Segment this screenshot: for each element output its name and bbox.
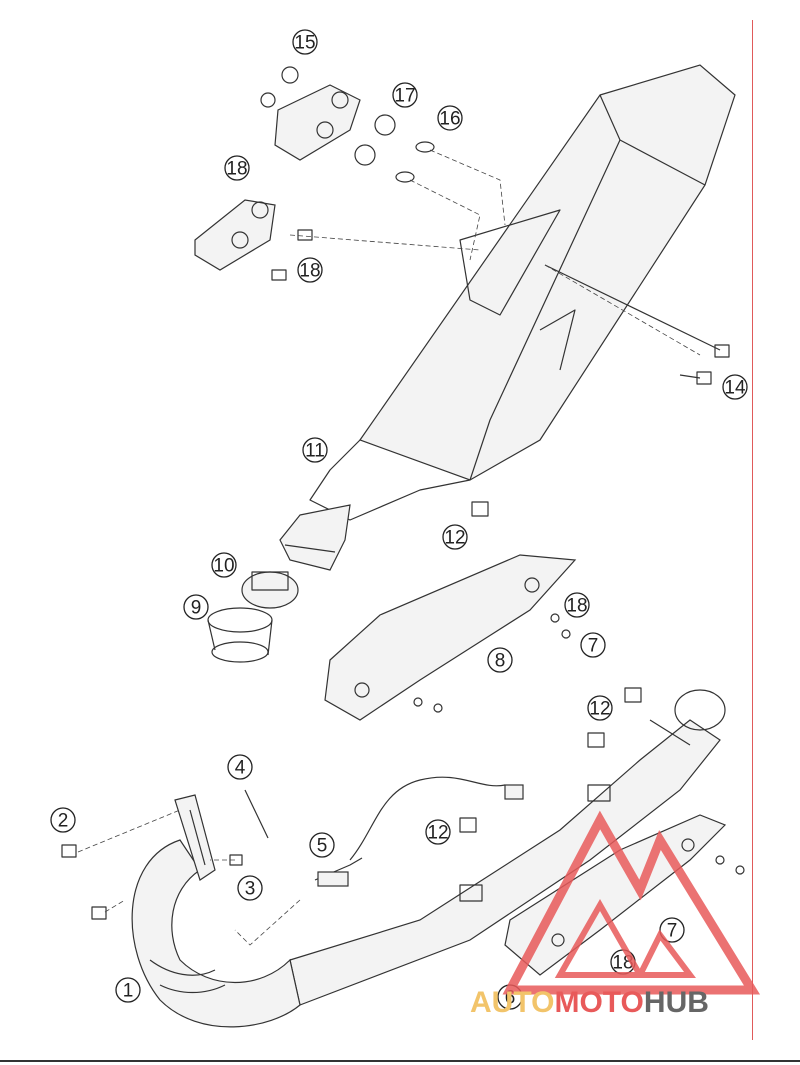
callout-11: 11 <box>302 437 328 463</box>
callout-14-top: 15 <box>292 29 318 55</box>
clip-nut-part <box>459 501 642 833</box>
callout-3: 3 <box>237 875 263 901</box>
svg-text:11: 11 <box>305 441 325 462</box>
mid-pipe-part <box>289 689 726 1006</box>
callout-5: 5 <box>309 832 335 858</box>
svg-text:17: 17 <box>394 86 415 107</box>
callout-7-lower: 7 <box>659 917 685 943</box>
svg-text:12: 12 <box>444 528 465 549</box>
svg-text:15: 15 <box>294 33 315 54</box>
callout-4: 4 <box>227 754 253 780</box>
silencer-part <box>279 64 736 571</box>
callout-8: 8 <box>487 647 513 673</box>
callout-17: 18 <box>224 155 250 181</box>
svg-text:1: 1 <box>123 981 134 1002</box>
svg-text:7: 7 <box>588 636 599 657</box>
header-pipe-part <box>131 839 301 1028</box>
callout-18-upper: 18 <box>564 592 590 618</box>
bracket-leader <box>289 149 701 356</box>
svg-text:18: 18 <box>566 596 587 617</box>
bottom-rule <box>0 1060 800 1062</box>
svg-text:16: 16 <box>439 109 460 130</box>
callout-15: 17 <box>392 82 418 108</box>
upper-bracket-part <box>260 66 435 183</box>
callout-12-top: 12 <box>442 524 468 550</box>
gasket-part <box>207 607 273 663</box>
callout-2: 2 <box>50 807 76 833</box>
flange-part <box>174 794 216 881</box>
svg-text:18: 18 <box>226 159 247 180</box>
svg-text:8: 8 <box>495 651 506 672</box>
callout-16: 18 <box>297 257 323 283</box>
nut-part <box>61 844 77 858</box>
callout-12-low: 12 <box>425 819 451 845</box>
svg-text:5: 5 <box>317 836 328 857</box>
lower-bracket-part <box>194 199 313 281</box>
svg-text:12: 12 <box>589 699 610 720</box>
svg-text:4: 4 <box>235 758 246 779</box>
callout-9: 9 <box>183 594 209 620</box>
mount-bolts-part <box>544 264 730 385</box>
svg-text:10: 10 <box>213 556 234 577</box>
svg-text:12: 12 <box>427 823 448 844</box>
callout-10: 10 <box>211 552 237 578</box>
watermark-logo <box>502 810 761 995</box>
stud-part <box>244 789 269 839</box>
nut-part-2 <box>91 906 107 920</box>
svg-text:9: 9 <box>191 598 202 619</box>
watermark-text: AUTOMOTOHUB <box>470 986 709 1019</box>
callout-12-mid: 12 <box>587 695 613 721</box>
svg-text:6: 6 <box>505 988 516 1009</box>
svg-text:14: 14 <box>724 378 746 399</box>
clamp-part <box>241 571 299 609</box>
svg-text:2: 2 <box>58 811 69 832</box>
callout-13: 14 <box>722 374 748 400</box>
sensor-leader <box>234 899 301 946</box>
svg-text:7: 7 <box>667 921 678 942</box>
callout-14-right: 16 <box>437 105 463 131</box>
margin-rule <box>752 20 753 1040</box>
lambda-sensor-part <box>314 776 524 887</box>
svg-text:3: 3 <box>245 879 256 900</box>
flange-leader <box>77 809 235 913</box>
heat-shield-upper-part <box>324 554 577 721</box>
callout-1: 1 <box>115 977 141 1003</box>
callout-7-upper: 7 <box>580 632 606 658</box>
svg-text:18: 18 <box>299 261 320 282</box>
